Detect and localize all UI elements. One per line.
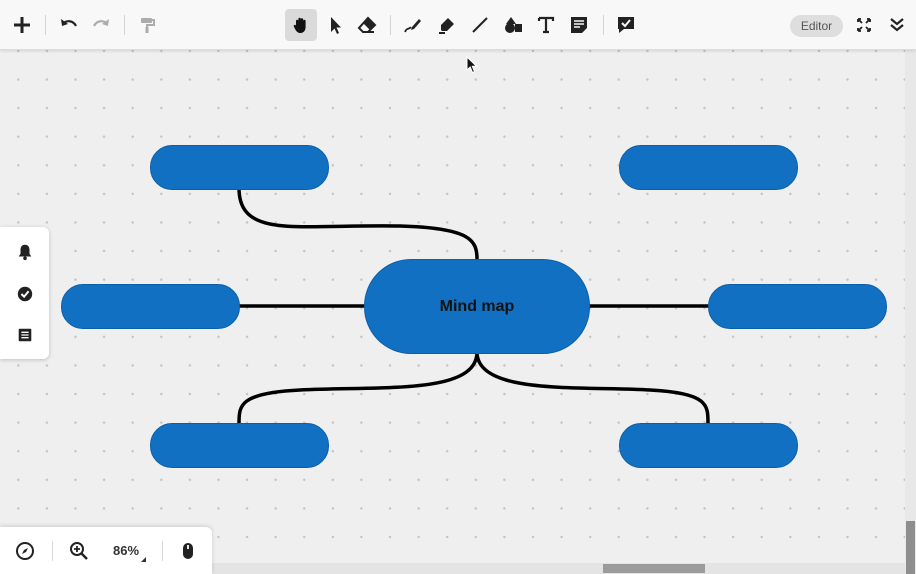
child-node-bottom-left[interactable] bbox=[150, 423, 329, 468]
fullscreen-icon bbox=[857, 18, 871, 32]
zoom-in-icon bbox=[70, 542, 88, 560]
comment-check-icon bbox=[618, 17, 634, 33]
navigation-panel: 86% bbox=[0, 527, 212, 574]
compass-icon bbox=[16, 542, 34, 560]
child-node-right[interactable] bbox=[708, 284, 887, 329]
mode-badge[interactable]: Editor bbox=[790, 15, 843, 37]
connector-bottom-left bbox=[237, 350, 479, 425]
highlighter-icon bbox=[439, 18, 454, 34]
hand-icon bbox=[293, 17, 306, 33]
toolbar-divider bbox=[124, 15, 125, 35]
central-topic-label: Mind map bbox=[439, 297, 515, 315]
list-icon bbox=[18, 328, 32, 342]
shapes-icon bbox=[505, 17, 522, 33]
add-button[interactable] bbox=[6, 9, 38, 41]
line-icon bbox=[472, 17, 488, 33]
redo-button[interactable] bbox=[85, 9, 117, 41]
eraser-icon bbox=[357, 16, 377, 33]
comments-button[interactable] bbox=[610, 9, 642, 41]
collapse-toolbar-button[interactable] bbox=[881, 9, 913, 41]
top-toolbar: Editor bbox=[0, 0, 916, 50]
connector-top-left bbox=[237, 186, 479, 261]
sticky-note-icon bbox=[571, 17, 587, 33]
pen-icon bbox=[404, 19, 421, 33]
bell-icon bbox=[18, 244, 32, 261]
child-node-top-left[interactable] bbox=[150, 145, 329, 190]
toolbar-divider bbox=[390, 15, 391, 35]
zoom-level[interactable]: 86% bbox=[113, 543, 140, 558]
pan-tool-button[interactable] bbox=[285, 9, 317, 41]
zoom-dropdown-caret[interactable] bbox=[141, 557, 146, 562]
undo-button[interactable] bbox=[53, 9, 85, 41]
format-painter-button[interactable] bbox=[131, 9, 163, 41]
paint-roller-icon bbox=[141, 18, 155, 33]
toolbar-divider bbox=[603, 15, 604, 35]
toolbar-divider bbox=[45, 15, 46, 35]
zoom-in-button[interactable] bbox=[66, 538, 92, 564]
mouse-cursor-icon bbox=[466, 56, 478, 74]
vertical-scrollbar[interactable] bbox=[905, 49, 916, 574]
side-panel bbox=[0, 227, 49, 359]
notifications-button[interactable] bbox=[12, 239, 38, 265]
select-tool-button[interactable] bbox=[319, 9, 351, 41]
child-node-left[interactable] bbox=[61, 284, 240, 329]
navigator-button[interactable] bbox=[12, 538, 38, 564]
central-topic-node[interactable]: Mind map bbox=[364, 259, 590, 354]
pointer-icon bbox=[331, 17, 341, 34]
child-node-bottom-right[interactable] bbox=[619, 423, 798, 468]
line-tool-button[interactable] bbox=[464, 9, 496, 41]
outline-button[interactable] bbox=[12, 322, 38, 348]
tasks-button[interactable] bbox=[12, 281, 38, 307]
sticky-note-tool-button[interactable] bbox=[563, 9, 595, 41]
eraser-tool-button[interactable] bbox=[351, 9, 383, 41]
mouse-icon bbox=[183, 543, 193, 559]
fullscreen-button[interactable] bbox=[848, 9, 880, 41]
text-icon bbox=[537, 16, 555, 34]
panel-divider bbox=[162, 541, 163, 561]
undo-icon bbox=[61, 19, 77, 27]
text-tool-button[interactable] bbox=[530, 9, 562, 41]
panel-divider bbox=[52, 541, 53, 561]
check-circle-icon bbox=[17, 286, 33, 302]
horizontal-scroll-thumb[interactable] bbox=[603, 564, 705, 573]
collapse-icon bbox=[890, 18, 904, 32]
shape-tool-button[interactable] bbox=[497, 9, 529, 41]
redo-icon bbox=[93, 19, 109, 27]
mouse-settings-button[interactable] bbox=[175, 538, 201, 564]
pen-tool-button[interactable] bbox=[397, 9, 429, 41]
child-node-top-right[interactable] bbox=[619, 145, 798, 190]
plus-icon bbox=[14, 17, 30, 33]
horizontal-scrollbar[interactable] bbox=[212, 563, 905, 574]
highlighter-tool-button[interactable] bbox=[431, 9, 463, 41]
vertical-scroll-thumb[interactable] bbox=[906, 521, 915, 574]
connector-bottom-right bbox=[475, 350, 710, 425]
